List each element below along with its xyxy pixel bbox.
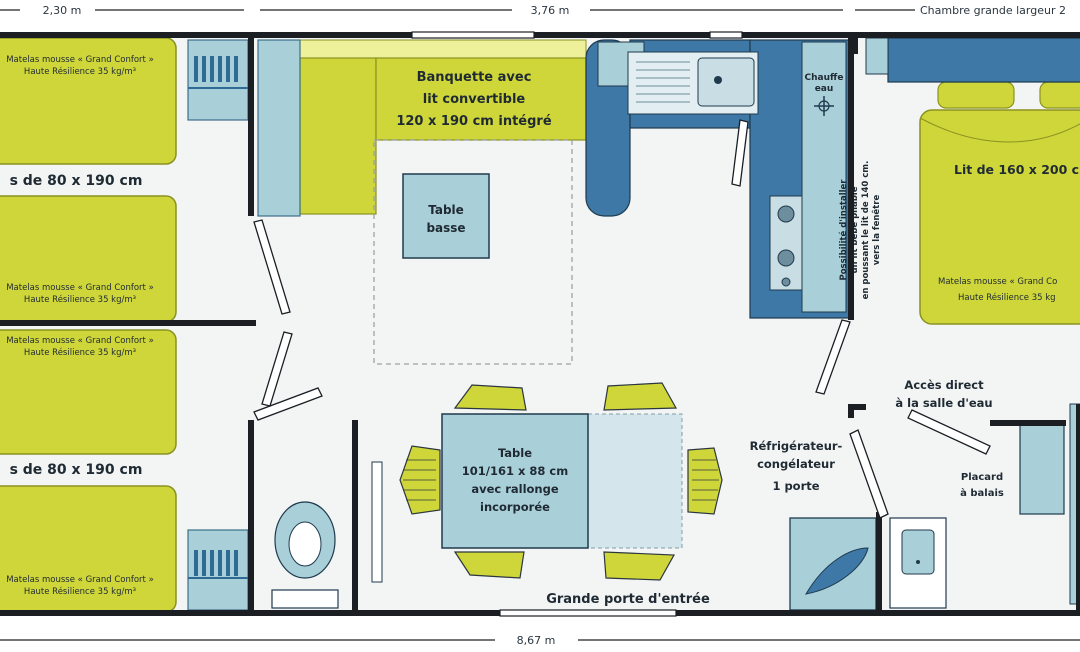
fridge-line1: Réfrigérateur- (750, 439, 843, 453)
dim-bottom: 8,67 m (517, 634, 556, 647)
windows (411, 31, 743, 617)
wardrobe-bottom (187, 529, 249, 611)
bed-1-mattress-line1: Matelas mousse « Grand Confort » (6, 55, 154, 65)
entrance-label: Grande porte d'entrée (546, 592, 710, 607)
dining-line2: 101/161 x 88 cm (462, 464, 568, 478)
fridge-door-icon (805, 547, 869, 595)
towel-rail (371, 461, 383, 583)
dining-table (441, 413, 589, 549)
closet-line1: Placard (961, 472, 1003, 483)
stove-icon (769, 195, 803, 291)
dining-line4: incorporée (480, 500, 550, 514)
bed-2-mattress-line2: Haute Résilience 35 kg/m³ (24, 294, 136, 305)
water-heater-line2: eau (815, 84, 834, 94)
sink-icon (627, 51, 759, 115)
crib-line2: un lit bébé pliable (849, 186, 860, 273)
wardrobe-top (187, 39, 249, 121)
washbasin-icon (889, 517, 947, 609)
crib-line1: Possibilité d'installer (838, 179, 849, 281)
master-bed (919, 81, 1080, 325)
doors (253, 119, 991, 519)
water-heater-line1: Chauffe (805, 73, 844, 83)
dining-chairs (399, 382, 723, 581)
dim-top-left: 2,30 m (43, 4, 82, 17)
dining-line1: Table (498, 446, 532, 460)
fridge-line3: 1 porte (772, 479, 819, 493)
bed-3-mattress-line1: Matelas mousse « Grand Confort » (6, 336, 154, 346)
bed-2-mattress-line1: Matelas mousse « Grand Confort » (6, 283, 154, 293)
coffee-table (402, 173, 490, 259)
table-extension (587, 413, 683, 549)
master-bed-size: Lit de 160 x 200 c (954, 162, 1079, 177)
sofa-label-line3: 120 x 190 cm intégré (396, 114, 551, 129)
coffee-table-line1: Table (428, 203, 464, 217)
bed-size-top: s de 80 x 190 cm (10, 173, 143, 189)
convertible-bed-outline (373, 139, 573, 365)
bath-access-line1: Accès direct (904, 378, 984, 392)
fridge-line2: congélateur (757, 457, 835, 471)
dim-top-right: Chambre grande largeur 2 (920, 4, 1066, 17)
crib-line4: vers la fenêtre (871, 195, 882, 266)
bed-4-mattress-line1: Matelas mousse « Grand Confort » (6, 575, 154, 585)
bed-3 (0, 329, 177, 455)
bed-1-mattress-line2: Haute Résilience 35 kg/m³ (24, 66, 136, 77)
bed-size-bottom: s de 80 x 190 cm (10, 462, 143, 478)
bed-4-mattress-line2: Haute Résilience 35 kg/m³ (24, 586, 136, 597)
bedside-table (865, 37, 889, 75)
closet-line2: à balais (960, 487, 1004, 499)
bed-3-mattress-line2: Haute Résilience 35 kg/m³ (24, 347, 136, 358)
master-mattress-line1: Matelas mousse « Grand Co (938, 277, 1057, 287)
toilet-icon (271, 501, 339, 609)
crib-line3: en poussant le lit de 140 cm. (861, 161, 871, 300)
water-heater-icon (814, 96, 834, 116)
chair-slats (403, 459, 719, 501)
sofa-label-line2: lit convertible (423, 92, 526, 107)
master-mattress-line2: Haute Résilience 35 kg (958, 292, 1056, 303)
bath-access-line2: à la salle d'eau (895, 396, 992, 410)
coffee-table-line2: basse (426, 221, 465, 235)
crib-note: Possibilité d'installer un lit bébé plia… (838, 161, 882, 300)
sofa-label-line1: Banquette avec (417, 70, 532, 85)
twin-beds (0, 37, 177, 613)
walls (0, 32, 1080, 616)
headboard-shelf (887, 37, 1080, 83)
sofa-bench (257, 39, 587, 217)
dining-line3: avec rallonge (471, 482, 559, 496)
dim-top-mid: 3,76 m (531, 4, 570, 17)
dimension-lines (0, 9, 1080, 641)
